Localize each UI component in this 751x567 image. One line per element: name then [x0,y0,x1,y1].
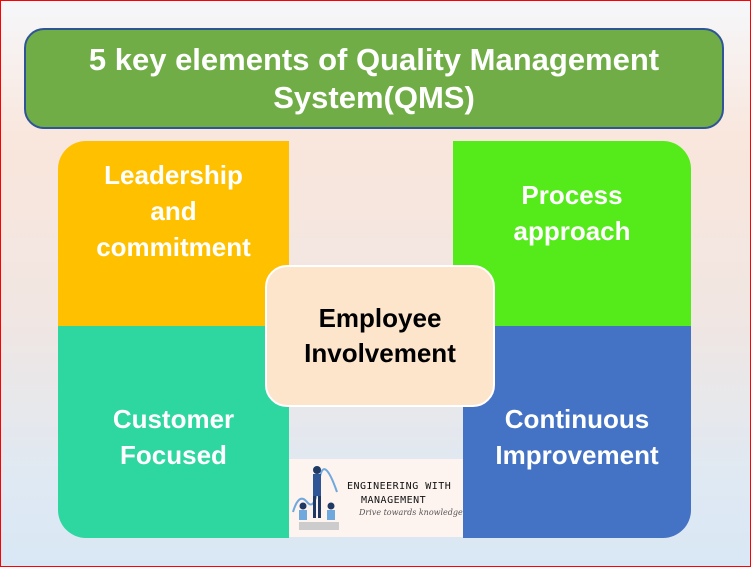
element-process-label: Process approach [513,180,631,246]
logo-line2: MANAGEMENT [361,494,427,506]
element-improvement-label: Continuous Improvement [495,404,659,470]
element-employee: Employee Involvement [265,265,495,407]
element-improvement: Continuous Improvement [463,326,691,538]
element-leadership: Leadership and commitment [58,141,289,326]
element-employee-label: Employee Involvement [304,303,456,368]
element-leadership-label: Leadership and commitment [96,160,251,262]
element-customer: Customer Focused [58,326,289,538]
people-illustration-icon [292,466,339,530]
logo-tagline: Drive towards knowledge [359,507,463,517]
logo-line1: ENGINEERING WITH [347,480,452,492]
logo: ENGINEERING WITH MANAGEMENT Drive toward… [289,459,463,537]
element-customer-label: Customer Focused [112,404,235,470]
diagram-title: 5 key elements of Quality Management Sys… [24,28,724,129]
